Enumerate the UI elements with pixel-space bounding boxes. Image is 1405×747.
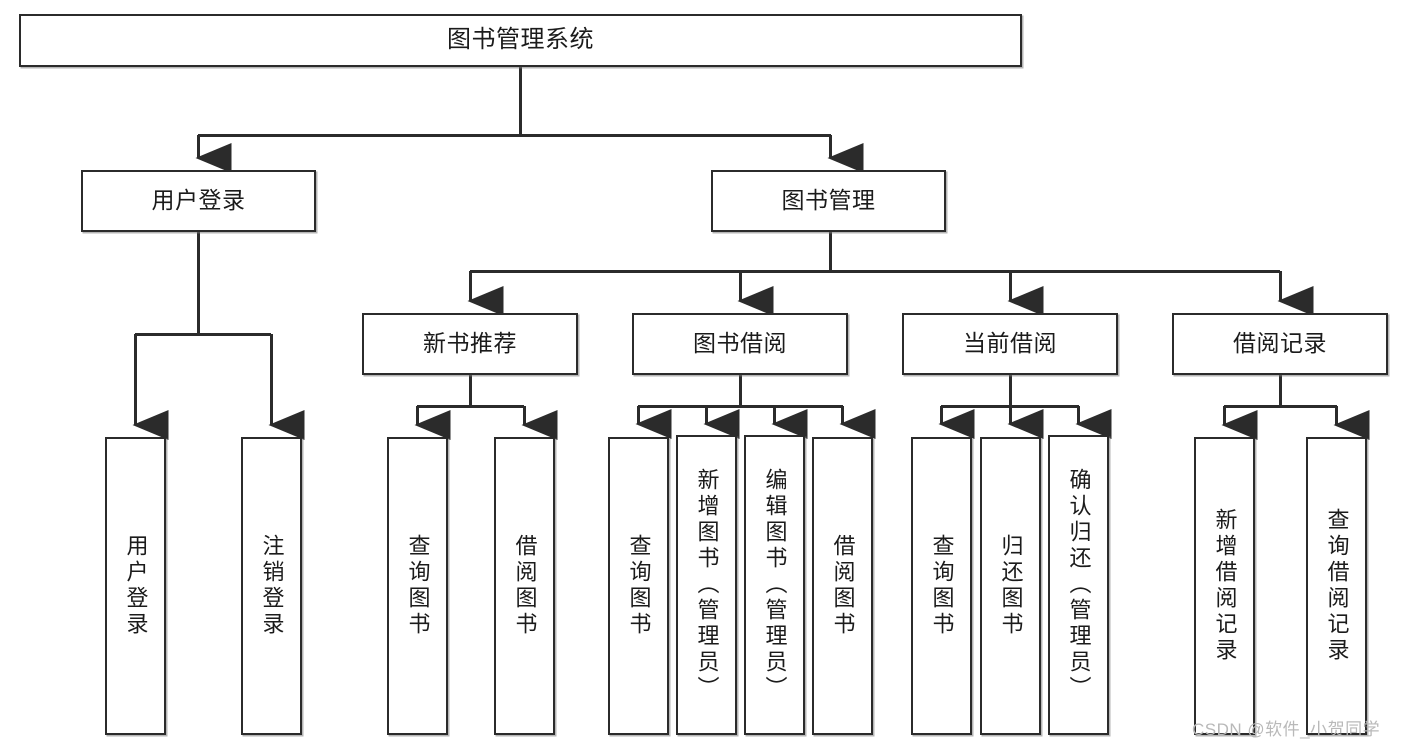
node-label: 编辑图书（管理员） bbox=[762, 468, 788, 702]
leaf-query-borrow-record[interactable]: 查询借阅记录 bbox=[1306, 437, 1367, 735]
node-label: 查询图书 bbox=[626, 534, 652, 638]
leaf-borrow-book-new[interactable]: 借阅图书 bbox=[494, 437, 555, 735]
leaf-add-book-admin[interactable]: 新增图书（管理员） bbox=[676, 435, 737, 735]
node-root-system[interactable]: 图书管理系统 bbox=[19, 14, 1022, 67]
leaf-return-book[interactable]: 归还图书 bbox=[980, 437, 1041, 735]
node-label: 图书借阅 bbox=[693, 330, 787, 357]
node-label: 查询图书 bbox=[929, 534, 955, 638]
node-borrow-record[interactable]: 借阅记录 bbox=[1172, 313, 1388, 375]
node-label: 借阅图书 bbox=[512, 534, 538, 638]
node-new-book-recommend[interactable]: 新书推荐 bbox=[362, 313, 578, 375]
node-label: 用户登录 bbox=[123, 534, 149, 638]
leaf-query-book-current[interactable]: 查询图书 bbox=[911, 437, 972, 735]
leaf-add-borrow-record[interactable]: 新增借阅记录 bbox=[1194, 437, 1255, 735]
node-label: 当前借阅 bbox=[963, 330, 1057, 357]
leaf-user-login[interactable]: 用户登录 bbox=[105, 437, 166, 735]
node-label: 借阅图书 bbox=[830, 534, 856, 638]
csdn-watermark: CSDN @软件_小贺同学 bbox=[1192, 720, 1381, 739]
leaf-confirm-return-admin[interactable]: 确认归还（管理员） bbox=[1048, 435, 1109, 735]
node-book-management[interactable]: 图书管理 bbox=[711, 170, 946, 232]
node-book-borrow[interactable]: 图书借阅 bbox=[632, 313, 848, 375]
node-label: 归还图书 bbox=[998, 534, 1024, 638]
node-label: 注销登录 bbox=[259, 534, 285, 638]
node-current-borrow[interactable]: 当前借阅 bbox=[902, 313, 1118, 375]
node-label: 图书管理 bbox=[781, 187, 876, 214]
leaf-query-book-new[interactable]: 查询图书 bbox=[387, 437, 448, 735]
node-label: 新增图书（管理员） bbox=[694, 468, 720, 702]
leaf-borrow-book[interactable]: 借阅图书 bbox=[812, 437, 873, 735]
node-label: 新增借阅记录 bbox=[1212, 508, 1238, 664]
leaf-edit-book-admin[interactable]: 编辑图书（管理员） bbox=[744, 435, 805, 735]
leaf-logout[interactable]: 注销登录 bbox=[241, 437, 302, 735]
node-label: 确认归还（管理员） bbox=[1066, 468, 1092, 702]
node-label: 查询图书 bbox=[405, 534, 431, 638]
node-label: 新书推荐 bbox=[423, 330, 517, 357]
node-label: 查询借阅记录 bbox=[1324, 508, 1350, 664]
node-label: 借阅记录 bbox=[1233, 330, 1327, 357]
node-label: 用户登录 bbox=[151, 187, 246, 214]
node-user-login[interactable]: 用户登录 bbox=[81, 170, 316, 232]
leaf-query-book[interactable]: 查询图书 bbox=[608, 437, 669, 735]
node-label: 图书管理系统 bbox=[447, 26, 594, 54]
